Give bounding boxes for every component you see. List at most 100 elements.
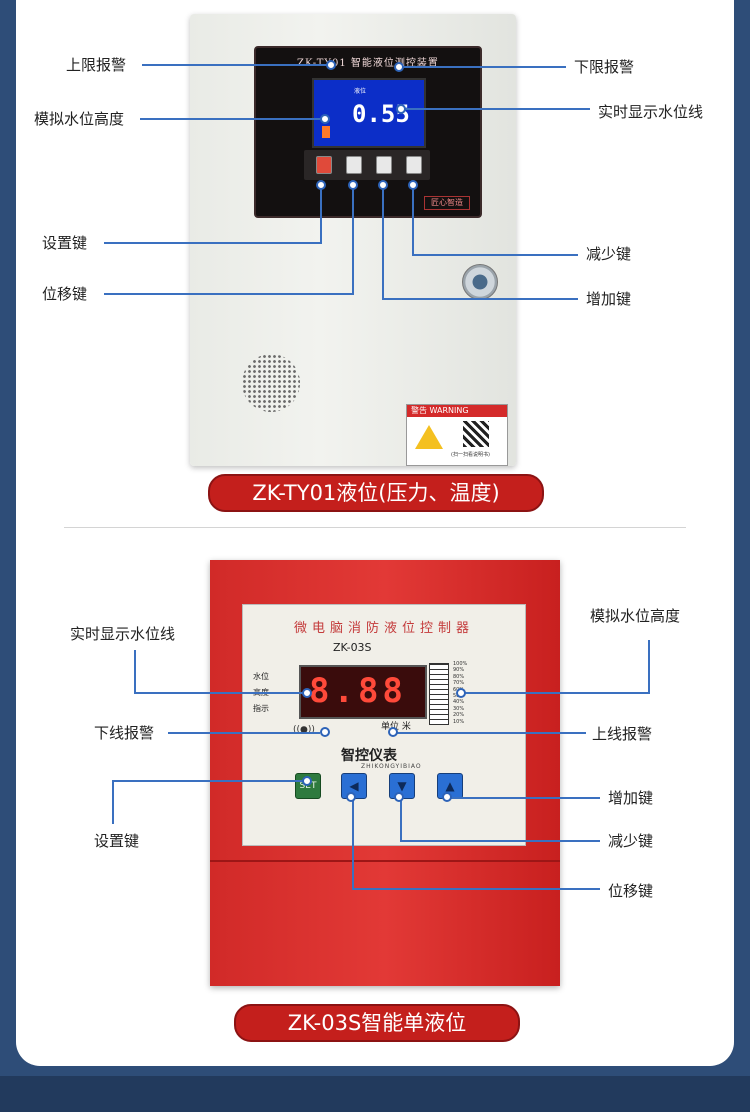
- callout-shift-key: 位移键: [608, 882, 654, 900]
- device-zk-03s: 微电脑消防液位控制器 ZK-03S 水位 高度 指示 8.88 100% 90%…: [210, 560, 560, 986]
- decrease-button[interactable]: ▼: [389, 773, 415, 799]
- shift-button[interactable]: [346, 156, 362, 174]
- marker-dot: [396, 104, 406, 114]
- callout-decrease-key: 减少键: [608, 832, 654, 850]
- warning-header: 警告 WARNING: [407, 405, 507, 417]
- product-name-pill-1: ZK-TY01液位(压力、温度): [208, 474, 544, 512]
- increase-button[interactable]: [376, 156, 392, 174]
- marker-dot: [326, 60, 336, 70]
- callout-set-key: 设置键: [94, 832, 140, 850]
- leader-line: [462, 692, 650, 694]
- leader-line: [352, 800, 354, 890]
- leader-line: [352, 184, 354, 295]
- gauge-tick: 90%: [453, 667, 465, 674]
- qr-code-icon: [463, 421, 489, 447]
- callout-increase-key: 增加键: [608, 789, 654, 807]
- callout-decrease-key: 减少键: [586, 245, 632, 263]
- gauge-tick: 80%: [453, 673, 465, 680]
- control-panel: ZK-TY01 智能液位测控装置 液位 0.55 匠心智造: [254, 46, 482, 218]
- leader-line: [400, 840, 600, 842]
- leader-line: [450, 797, 600, 799]
- screen-label: 液位: [354, 88, 367, 95]
- gauge-tick: 30%: [453, 705, 465, 712]
- alarm-indicator-icon: ((●)): [293, 725, 315, 735]
- gauge-tick: 70%: [453, 680, 465, 687]
- marker-dot: [378, 180, 388, 190]
- leader-line: [396, 732, 586, 734]
- leader-line: [142, 64, 330, 66]
- warning-label: 警告 WARNING (扫一扫看说明书): [406, 404, 508, 466]
- leader-line: [398, 66, 566, 68]
- lcd-screen: 液位 0.55: [312, 78, 426, 148]
- leader-line: [104, 242, 322, 244]
- brand-badge: 匠心智造: [424, 196, 470, 210]
- leader-line: [134, 650, 136, 694]
- control-panel: 微电脑消防液位控制器 ZK-03S 水位 高度 指示 8.88 100% 90%…: [242, 604, 526, 846]
- marker-dot: [346, 792, 356, 802]
- marker-dot: [302, 688, 312, 698]
- brand-logo: 智控仪表: [341, 748, 397, 764]
- marker-dot: [302, 776, 312, 786]
- callout-realtime-line: 实时显示水位线: [598, 103, 704, 121]
- marker-dot: [388, 727, 398, 737]
- leader-line: [104, 293, 354, 295]
- leader-line: [648, 640, 650, 694]
- marker-dot: [348, 180, 358, 190]
- callout-lower-alarm: 下线报警: [94, 724, 155, 742]
- leader-line: [382, 298, 578, 300]
- callout-realtime-line: 实时显示水位线: [70, 625, 176, 643]
- marker-dot: [320, 114, 330, 124]
- leader-line: [352, 888, 600, 890]
- leader-line: [112, 780, 306, 782]
- warning-triangle-icon: [415, 425, 443, 449]
- product-name-pill-2: ZK-03S智能单液位: [234, 1004, 520, 1042]
- cabinet-seam: [210, 860, 560, 862]
- gauge-tick: 100%: [453, 661, 468, 667]
- leader-line: [382, 184, 384, 300]
- marker-dot: [320, 727, 330, 737]
- leader-line: [168, 732, 320, 734]
- panel-title: 微电脑消防液位控制器: [293, 621, 474, 636]
- callout-set-key: 设置键: [42, 234, 88, 252]
- callout-upper-alarm: 上线报警: [592, 725, 653, 743]
- bottom-band: [0, 1076, 750, 1112]
- callout-lower-alarm: 下限报警: [574, 58, 635, 76]
- callout-increase-key: 增加键: [586, 290, 632, 308]
- callout-analog-height: 模拟水位高度: [34, 110, 125, 128]
- warning-footer: (扫一扫看说明书): [451, 452, 490, 458]
- level-gauge: [429, 663, 449, 725]
- marker-dot: [456, 688, 466, 698]
- side-label: 水位: [253, 672, 269, 681]
- callout-upper-alarm: 上限报警: [66, 56, 127, 74]
- leader-line: [134, 692, 306, 694]
- leader-line: [140, 118, 326, 120]
- brand-logo-sub: ZHIKONGYIBIAO: [361, 763, 422, 770]
- gauge-tick: 20%: [453, 712, 465, 719]
- leader-line: [412, 184, 414, 256]
- panel-title: ZK-TY01 智能液位测控装置: [297, 58, 439, 69]
- set-button[interactable]: [316, 156, 332, 174]
- marker-dot: [394, 62, 404, 72]
- leader-line: [400, 800, 402, 840]
- decrease-button[interactable]: [406, 156, 422, 174]
- marker-dot: [316, 180, 326, 190]
- leader-line: [112, 780, 114, 824]
- callout-shift-key: 位移键: [42, 285, 88, 303]
- callout-analog-height: 模拟水位高度: [590, 607, 681, 625]
- leader-line: [412, 254, 578, 256]
- side-label: 指示: [253, 704, 269, 713]
- speaker-grille: [242, 354, 300, 412]
- gauge-tick: 10%: [453, 718, 465, 725]
- increase-button[interactable]: ▲: [437, 773, 463, 799]
- section-divider: [64, 527, 686, 528]
- level-bar: [322, 126, 330, 138]
- leader-line: [320, 184, 322, 244]
- key-lock-icon[interactable]: [462, 264, 498, 300]
- seven-segment-display: 8.88: [299, 665, 427, 719]
- gauge-tick: 40%: [453, 699, 465, 706]
- marker-dot: [394, 792, 404, 802]
- leader-line: [404, 108, 590, 110]
- marker-dot: [408, 180, 418, 190]
- marker-dot: [442, 792, 452, 802]
- model-label: ZK-03S: [333, 641, 372, 654]
